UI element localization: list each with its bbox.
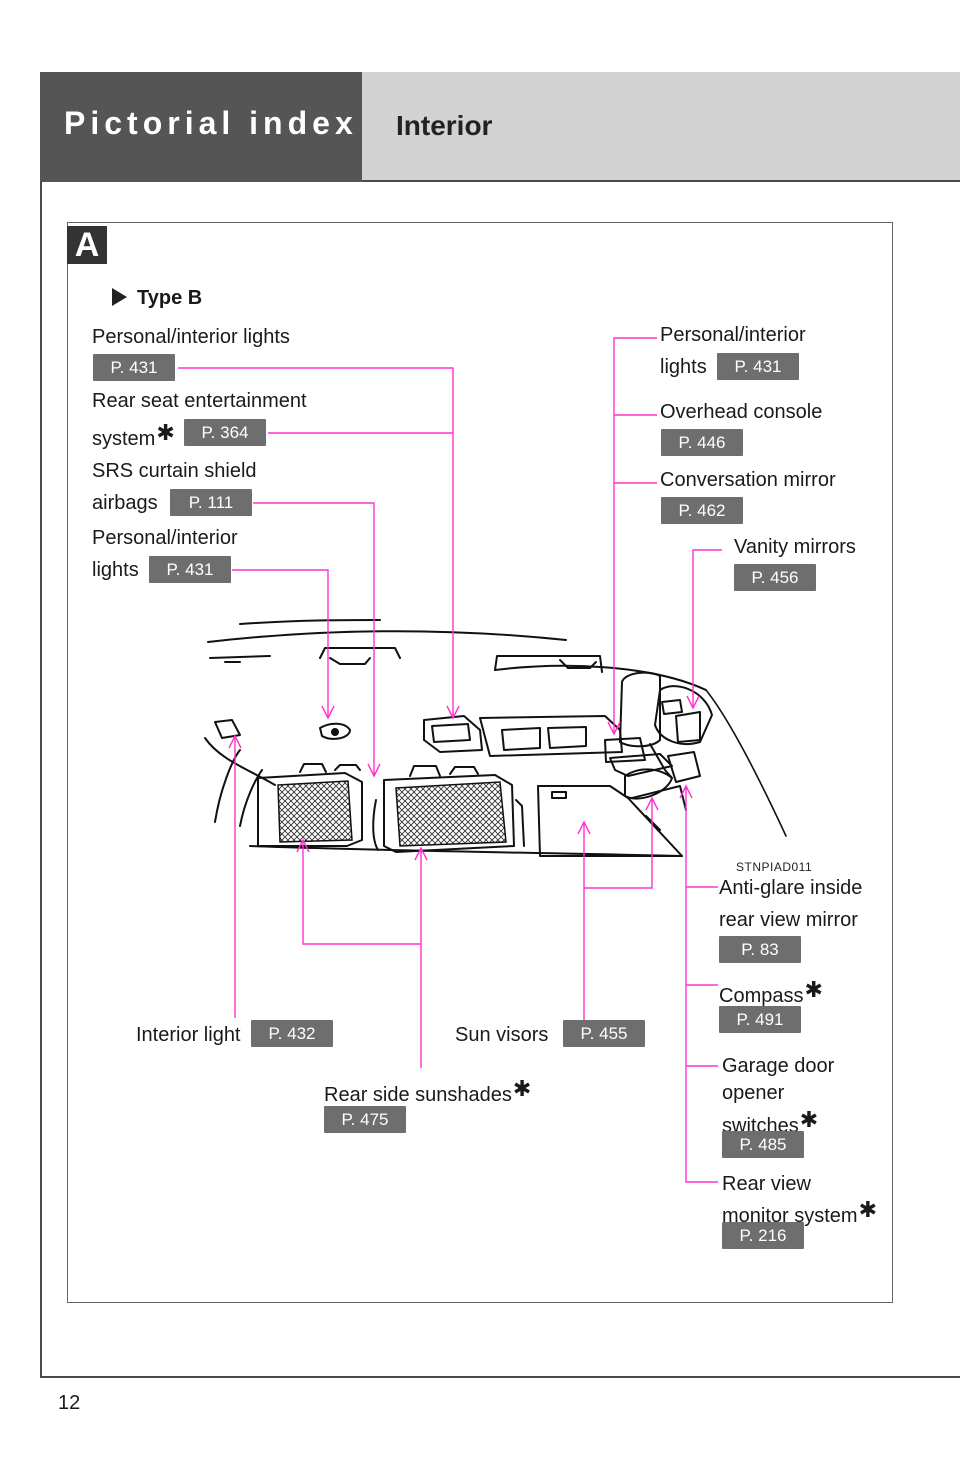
page-number: 12: [58, 1392, 81, 1414]
sun-visors-label: Sun visors: [455, 1024, 549, 1046]
section-tag: A: [67, 226, 107, 264]
personal-lights-2-label-line2: lights: [92, 559, 139, 581]
srs-curtain-label-line1: SRS curtain shield: [92, 460, 257, 482]
header-title-bar: Interior: [362, 72, 960, 182]
garage-door-label-line1: Garage door: [722, 1055, 835, 1077]
garage-door-ref[interactable]: P. 485: [722, 1131, 804, 1158]
asterisk-icon: ✱: [858, 1197, 878, 1222]
asterisk-icon: ✱: [804, 977, 823, 1002]
conversation-mirror-label: Conversation mirror: [660, 469, 836, 491]
vanity-mirrors-label: Vanity mirrors: [734, 536, 856, 558]
header-section: Pictorial index: [40, 72, 362, 182]
srs-curtain-ref[interactable]: P. 111: [170, 489, 252, 516]
personal-lights-1-label: Personal/interior lights: [92, 326, 290, 348]
overhead-console-ref[interactable]: P. 446: [661, 429, 743, 456]
rear-side-sunshades-label: Rear side sunshades✱: [324, 1076, 532, 1107]
garage-door-label-line2: opener: [722, 1082, 785, 1104]
rear-seat-ent-label-line1: Rear seat entertainment: [92, 390, 307, 412]
section-title: Pictorial index: [64, 105, 358, 141]
variant-label: Type B: [112, 287, 202, 310]
compass-ref[interactable]: P. 491: [719, 1006, 801, 1033]
page-title: Interior: [396, 110, 493, 141]
personal-lights-1-ref[interactable]: P. 431: [93, 354, 175, 381]
anti-glare-ref[interactable]: P. 83: [719, 936, 801, 963]
personal-lights-3-label-line2: lights: [660, 356, 707, 378]
rear-view-monitor-label-line1: Rear view: [722, 1173, 811, 1195]
rear-view-monitor-label-line2: monitor system✱: [722, 1197, 878, 1228]
overhead-console-label: Overhead console: [660, 401, 823, 423]
personal-lights-2-ref[interactable]: P. 431: [149, 556, 231, 583]
rear-side-sunshades-ref[interactable]: P. 475: [324, 1106, 406, 1133]
personal-lights-3-label-line1: Personal/interior: [660, 324, 806, 346]
asterisk-icon: ✱: [799, 1107, 819, 1132]
vanity-mirrors-ref[interactable]: P. 456: [734, 564, 816, 591]
anti-glare-label-line2: rear view mirror: [719, 909, 858, 931]
rear-view-monitor-ref[interactable]: P. 216: [722, 1222, 804, 1249]
anti-glare-label-line1: Anti-glare inside: [719, 877, 863, 899]
figure-panel: [67, 222, 893, 1303]
asterisk-icon: ✱: [156, 420, 175, 445]
interior-light-ref[interactable]: P. 432: [251, 1020, 333, 1047]
rear-seat-ent-label-line2: system✱: [92, 420, 175, 451]
interior-light-label: Interior light: [136, 1024, 241, 1046]
srs-curtain-label-line2: airbags: [92, 492, 158, 514]
sun-visors-ref[interactable]: P. 455: [563, 1020, 645, 1047]
figure-code: STNPIAD011: [736, 860, 813, 874]
personal-lights-3-ref[interactable]: P. 431: [717, 353, 799, 380]
personal-lights-2-label-line1: Personal/interior: [92, 527, 238, 549]
triangle-right-icon: [112, 288, 127, 306]
rear-seat-ent-ref[interactable]: P. 364: [184, 419, 266, 446]
asterisk-icon: ✱: [512, 1076, 532, 1101]
conversation-mirror-ref[interactable]: P. 462: [661, 497, 743, 524]
compass-label: Compass✱: [719, 977, 823, 1008]
